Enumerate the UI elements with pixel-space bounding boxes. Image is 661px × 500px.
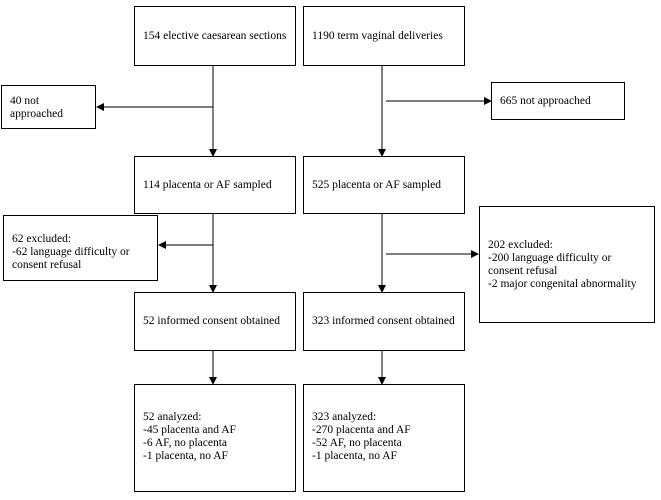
right-excluded-line-3: consent refusal [488, 265, 558, 277]
right-consent-label: 323 informed consent obtained [312, 315, 455, 327]
right-analyzed-line-3: -52 AF, no placenta [312, 437, 402, 449]
right-analyzed-line-1: 323 analyzed: [312, 411, 377, 423]
left-analyzed-line-2: -45 placenta and AF [143, 424, 236, 436]
right-sampled-label: 525 placenta or AF sampled [312, 178, 442, 191]
right-sampled-box: 525 placenta or AF sampled [303, 156, 465, 214]
left-analyzed-line-4: -1 placenta, no AF [143, 450, 228, 462]
left-analyzed-line-1: 52 analyzed: [143, 411, 202, 423]
right-excluded-box: 202 excluded: -200 language difficulty o… [479, 206, 655, 323]
left-consent-label: 52 informed consent obtained [143, 315, 281, 327]
left-excluded-line-1: 62 excluded: [12, 233, 72, 245]
right-analyzed-line-4: -1 placenta, no AF [312, 450, 397, 462]
right-consent-box: 323 informed consent obtained [303, 292, 465, 351]
right-excluded-line-1: 202 excluded: [488, 239, 553, 251]
left-top-box: 154 elective caesarean sections [134, 6, 296, 66]
left-excluded-box: 62 excluded: -62 language difficulty or … [3, 215, 158, 281]
left-analyzed-line-3: -6 AF, no placenta [143, 437, 228, 449]
left-sampled-label: 114 placenta or AF sampled [143, 178, 272, 191]
right-not-approached-box: 665 not approached [491, 82, 625, 120]
left-not-approached-box: 40 not approached [1, 85, 96, 129]
left-analyzed-box: 52 analyzed: -45 placenta and AF -6 AF, … [134, 384, 296, 492]
right-analyzed-box: 323 analyzed: -270 placenta and AF -52 A… [303, 384, 465, 492]
right-top-box: 1190 term vaginal deliveries [303, 6, 465, 66]
right-top-label: 1190 term vaginal deliveries [312, 29, 443, 42]
right-not-approached-label: 665 not approached [500, 94, 591, 107]
left-excluded-line-3: consent refusal [12, 259, 82, 271]
left-consent-box: 52 informed consent obtained [134, 292, 296, 351]
left-excluded-line-2: -62 language difficulty or [12, 246, 130, 258]
left-not-approached-line-1: 40 not [10, 95, 40, 107]
left-top-label: 154 elective caesarean sections [143, 29, 287, 42]
right-excluded-line-4: -2 major congenital abnormality [488, 278, 637, 290]
right-analyzed-line-2: -270 placenta and AF [312, 424, 411, 436]
left-not-approached-line-2: approached [10, 108, 63, 120]
left-sampled-box: 114 placenta or AF sampled [134, 156, 296, 214]
right-excluded-line-2: -200 language difficulty or [488, 252, 612, 264]
